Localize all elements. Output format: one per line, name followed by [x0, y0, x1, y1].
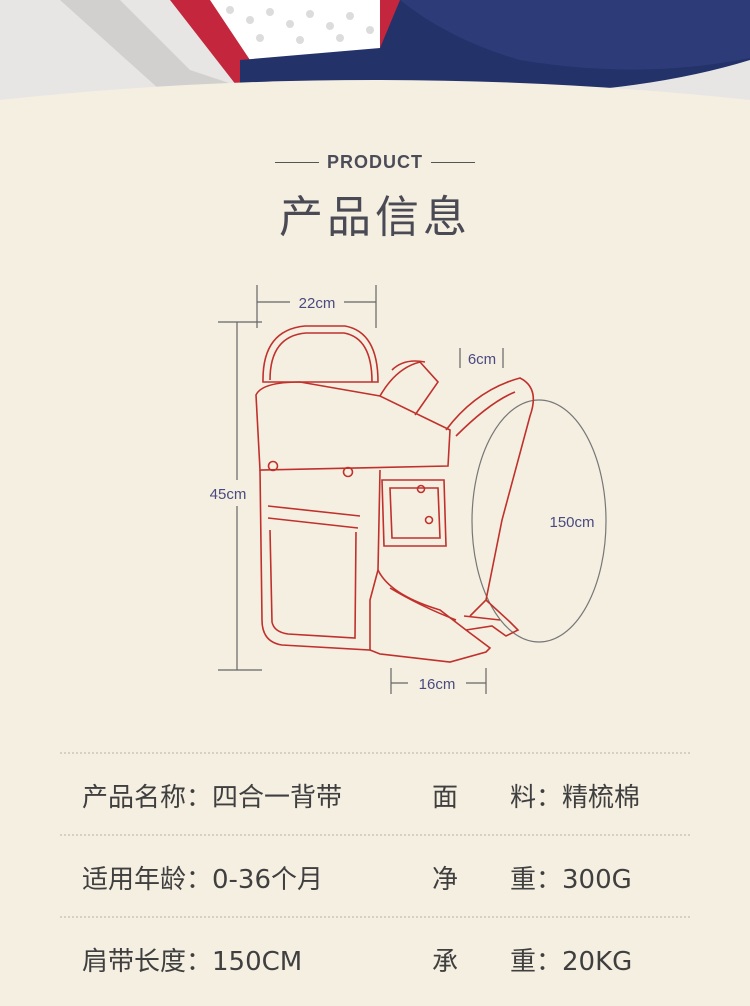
kicker-rule-left: [275, 162, 319, 163]
dimension-lines: [218, 285, 504, 694]
depth-dimension-label: 16cm: [419, 676, 456, 693]
section-heading: PRODUCT 产品信息: [0, 148, 750, 245]
spec-row: 产品名称：四合一背带 面 料：精梳棉: [0, 754, 750, 834]
spec-age-range: 适用年龄：0-36个月: [82, 865, 324, 895]
product-kicker: PRODUCT: [275, 152, 475, 173]
spec-product-name: 产品名称：四合一背带: [82, 783, 343, 813]
spec-row: 肩带长度：150CM 承 重：20KG: [0, 918, 750, 998]
kicker-text: PRODUCT: [327, 152, 423, 172]
spec-net-weight: 净 重：300G: [432, 865, 632, 895]
spec-load-capacity: 承 重：20KG: [432, 947, 633, 977]
hero-photo: [0, 0, 750, 100]
height-dimension-label: 45cm: [210, 486, 247, 503]
spec-row: 适用年龄：0-36个月 净 重：300G: [0, 836, 750, 916]
strap-circumference-ellipse: [471, 399, 607, 643]
page-title: 产品信息: [279, 192, 471, 243]
divider: [60, 752, 690, 754]
carrier-outline: [255, 325, 535, 663]
spec-strap-length: 肩带长度：150CM: [82, 947, 303, 977]
kicker-rule-right: [431, 162, 475, 163]
divider: [60, 834, 690, 836]
strap-length-dimension-label: 150cm: [549, 514, 594, 531]
spec-material: 面 料：精梳棉: [432, 783, 641, 813]
carrier-dimension-diagram: 22cm 45cm 6cm 150cm 16cm: [210, 285, 607, 694]
strap-width-dimension-label: 6cm: [468, 351, 496, 368]
divider: [60, 916, 690, 918]
width-dimension-label: 22cm: [299, 295, 336, 312]
spec-table: 产品名称：四合一背带 面 料：精梳棉 适用年龄：0-36个月 净 重：300G …: [0, 752, 750, 998]
